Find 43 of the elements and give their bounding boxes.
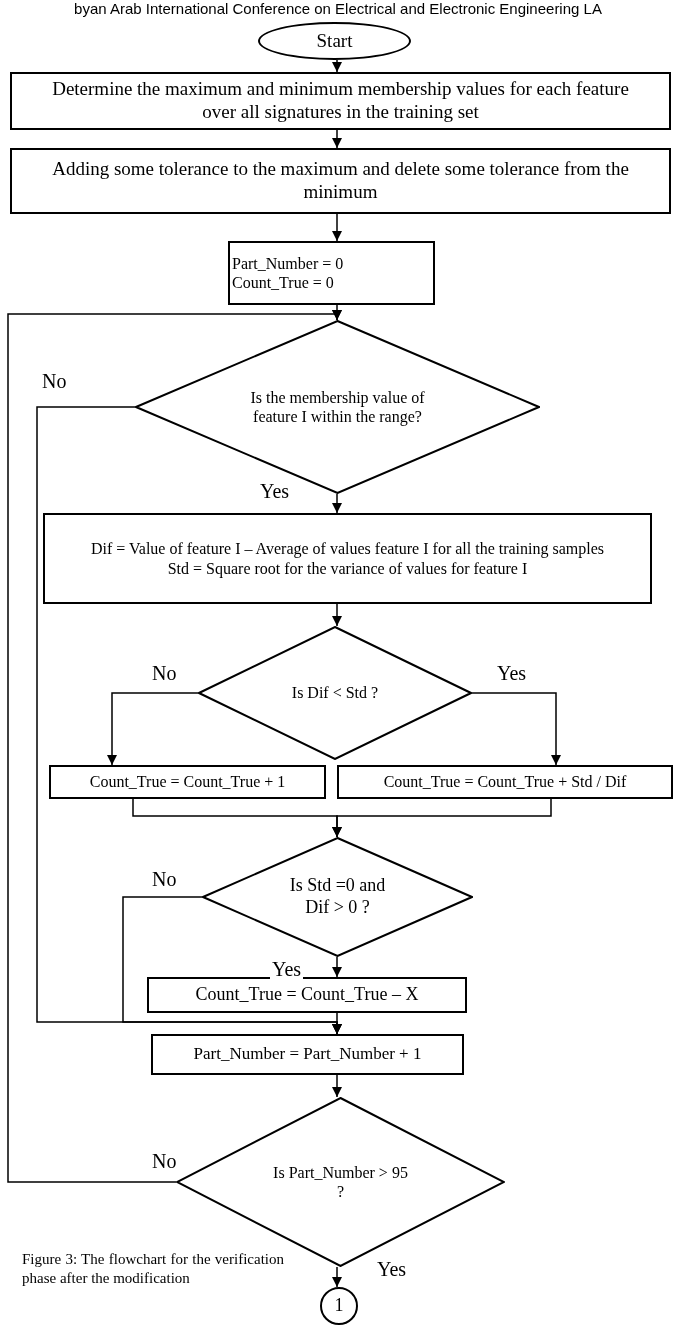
node-text: Count_True = Count_True + 1 (89, 772, 286, 792)
node-text: 1 (334, 1295, 344, 1317)
process-box (151, 1034, 464, 1075)
process-box (43, 513, 652, 604)
arrow (332, 213, 342, 242)
process-box (228, 241, 435, 305)
node-text: Count_True = 0 (232, 273, 334, 293)
node-text: Is Part_Number > 95 ? (272, 1162, 409, 1202)
node-text: Count_True = Count_True + Std / Dif (383, 772, 627, 792)
node-text: Is the membership value of feature I within the range? (250, 387, 425, 427)
node-text: Part_Number = Part_Number + 1 (193, 1044, 422, 1065)
arrow (332, 603, 342, 627)
process-box (49, 765, 326, 799)
start-ellipse (258, 22, 411, 60)
node-text: Start (316, 29, 353, 53)
arrow (332, 1012, 342, 1035)
arrow (332, 1266, 342, 1288)
node-text: Adding some tolerance to the maximum and delete some tolerance from the minimum (51, 158, 630, 204)
arrow (471, 692, 561, 766)
node-text: Determine the maximum and minimum membership values for each feature over all signatures in the training set (51, 78, 630, 124)
process-box (337, 765, 673, 799)
arrow (7, 310, 342, 1183)
process-box (10, 148, 671, 214)
arrow (332, 129, 342, 149)
arrow (332, 1074, 342, 1098)
connector-circle (320, 1287, 358, 1325)
arrow (332, 493, 342, 514)
arrow (332, 59, 342, 73)
decision-diamond (202, 837, 473, 957)
decision-diamond (198, 626, 472, 760)
arrow (332, 956, 342, 978)
arrow (332, 798, 552, 838)
node-text: Part_Number = 0 (232, 253, 344, 273)
node-text: Count_True = Count_True – X (195, 984, 419, 1006)
node-text: Std = Square root for the variance of values for feature I (167, 558, 528, 578)
node-text: Is Dif < Std ? (291, 683, 379, 703)
figure-caption: Figure 3: The flowchart for the verification phase after the modification (22, 1250, 284, 1288)
page-header: byan Arab International Conference on Electrical and Electronic Engineering LA (73, 0, 603, 18)
process-box (147, 977, 467, 1013)
node-text: Is Std =0 and Dif > 0 ? (288, 875, 387, 919)
process-box (10, 72, 671, 130)
arrow (107, 692, 199, 766)
node-text: Dif = Value of feature I – Average of values feature I for all the training samples (90, 539, 605, 559)
